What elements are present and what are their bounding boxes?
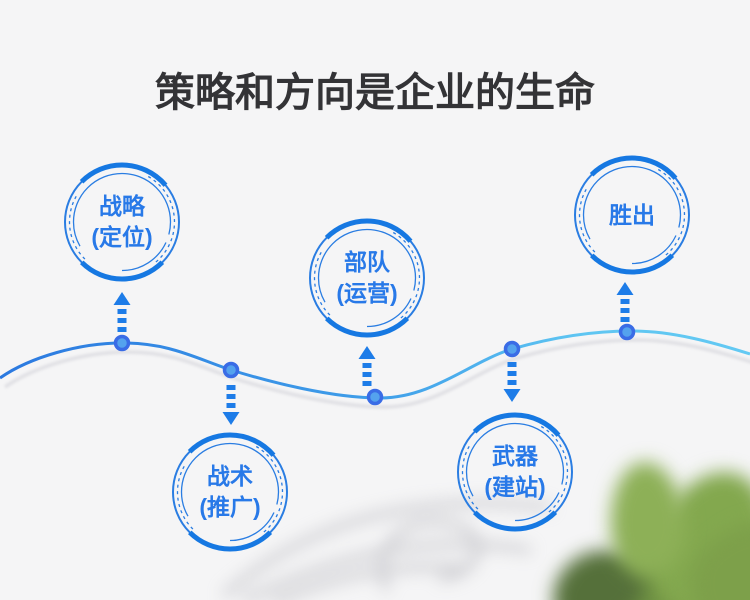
wave-dot <box>222 361 240 379</box>
wave-shadow <box>3 337 750 410</box>
node-label-line2: (推广) <box>199 494 261 520</box>
node-tactics: 战术 (推广) <box>165 427 295 557</box>
wave-dots <box>113 323 636 406</box>
node-label: 部队 (运营) <box>302 213 432 343</box>
page-title: 策略和方向是企业的生命 <box>155 71 595 115</box>
node-label: 武器 (建站) <box>450 407 580 537</box>
node-label: 胜出 <box>567 150 697 280</box>
wave-dot <box>366 388 384 406</box>
node-label-line2: (运营) <box>336 280 398 306</box>
watermark-swirl <box>222 499 552 600</box>
node-label-line2: (建站) <box>484 474 546 500</box>
node-label-line1: 战术 <box>207 463 253 489</box>
node-operations: 部队 (运营) <box>302 213 432 343</box>
node-website: 武器 (建站) <box>450 407 580 537</box>
arrow-up-icon <box>616 282 634 322</box>
node-label: 战略 (定位) <box>57 157 187 287</box>
node-label-line1: 胜出 <box>609 201 655 228</box>
arrow-down-icon <box>503 362 521 402</box>
wave-dot <box>503 340 521 358</box>
node-strategy: 战略 (定位) <box>57 157 187 287</box>
node-label-line1: 战略 <box>99 193 145 219</box>
wave-dot <box>618 323 636 341</box>
node-label-line1: 部队 <box>344 249 390 275</box>
node-label: 战术 (推广) <box>165 427 295 557</box>
wave-dot <box>113 334 131 352</box>
arrow-up-icon <box>358 346 376 386</box>
node-win: 胜出 <box>567 150 697 280</box>
node-label-line2: (定位) <box>91 224 153 250</box>
arrow-up-icon <box>113 292 131 332</box>
arrow-down-icon <box>222 385 240 425</box>
node-label-line1: 武器 <box>492 443 538 469</box>
